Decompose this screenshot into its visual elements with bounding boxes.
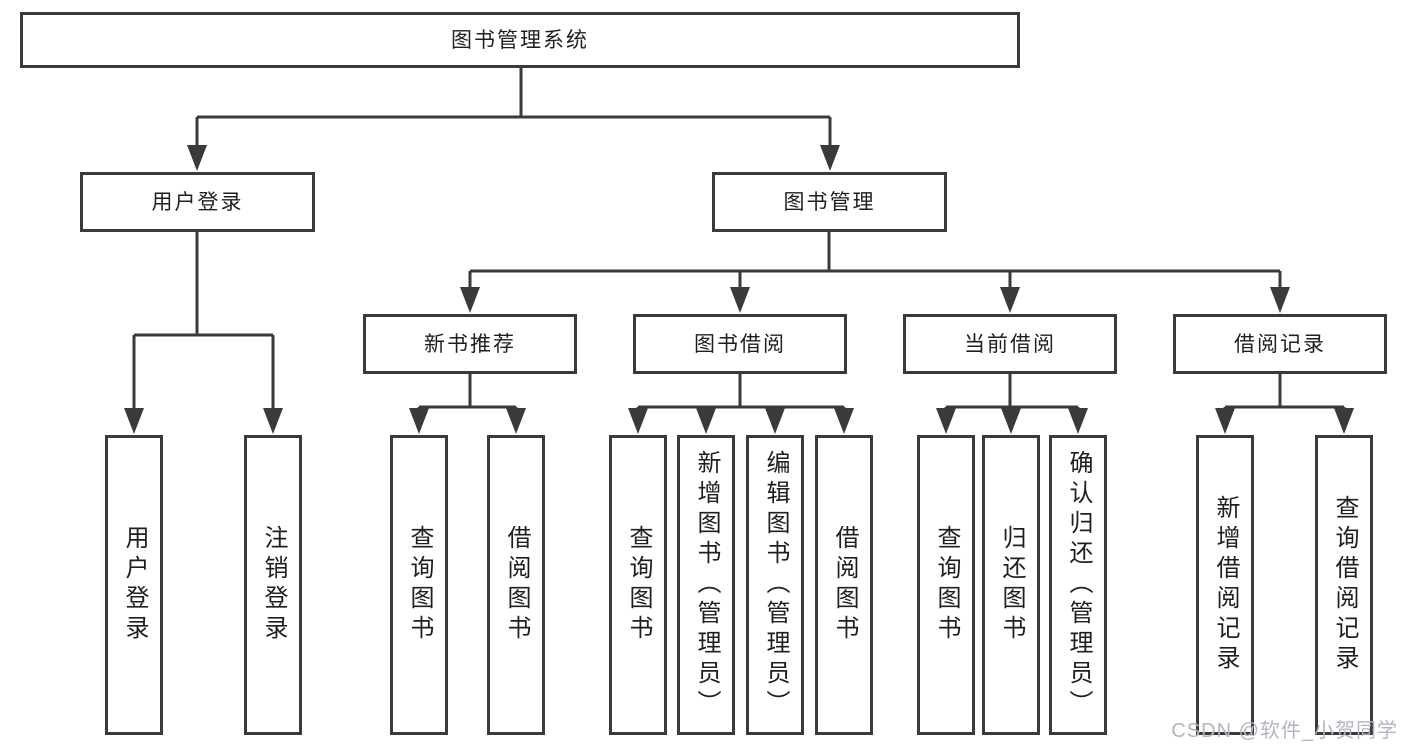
leaf-add-book-admin: 新增图书（管理员）: [677, 435, 735, 735]
node-user-login: 用户登录: [80, 172, 315, 232]
leaf-logout: 注销登录: [244, 435, 302, 735]
leaf-add-borrow-record: 新增借阅记录: [1196, 435, 1254, 735]
leaf-confirm-return-admin: 确认归还（管理员）: [1049, 435, 1107, 735]
node-new-book-recommend: 新书推荐: [363, 314, 577, 374]
leaf-query-books-borrow: 查询图书: [609, 435, 667, 735]
leaf-user-login: 用户登录: [105, 435, 163, 735]
leaf-query-borrow-record: 查询借阅记录: [1315, 435, 1373, 735]
leaf-borrow-books: 借阅图书: [815, 435, 873, 735]
node-borrow-records: 借阅记录: [1173, 314, 1387, 374]
node-book-management: 图书管理: [712, 172, 947, 232]
leaf-query-books-current: 查询图书: [917, 435, 975, 735]
leaf-edit-book-admin: 编辑图书（管理员）: [746, 435, 804, 735]
leaf-borrow-books-recommend: 借阅图书: [487, 435, 545, 735]
node-root: 图书管理系统: [20, 12, 1020, 68]
leaf-return-book: 归还图书: [982, 435, 1040, 735]
watermark: CSDN @软件_小贺同学: [1171, 720, 1398, 742]
node-current-borrow: 当前借阅: [903, 314, 1117, 374]
node-book-borrow: 图书借阅: [633, 314, 847, 374]
leaf-query-books-recommend: 查询图书: [390, 435, 448, 735]
